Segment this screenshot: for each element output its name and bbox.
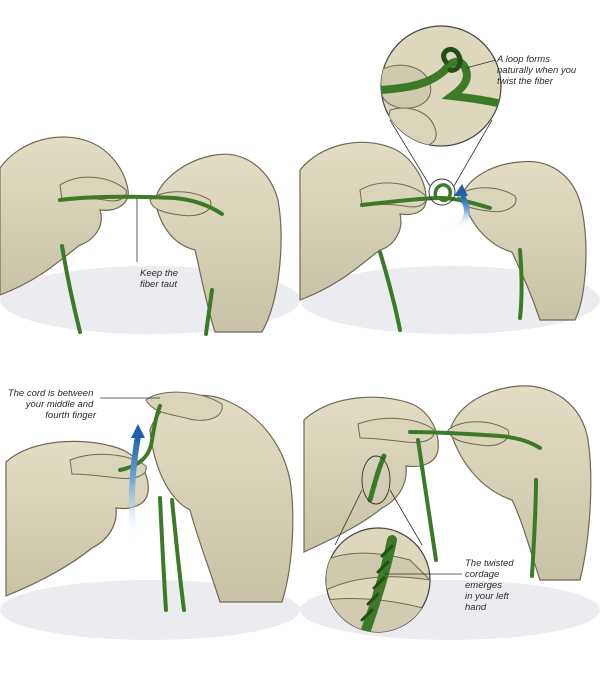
cord-hanging-right: [518, 248, 524, 320]
magnifier-target: [428, 178, 456, 206]
right-fingers: [145, 391, 223, 421]
panel-3: The cord is between your middle and four…: [0, 388, 300, 640]
right-hand: [449, 385, 592, 581]
arrow-head-icon: [454, 184, 468, 196]
cord-loop: [433, 183, 453, 203]
magnifier-connector: [334, 489, 363, 546]
cord: [408, 430, 542, 450]
callout-cord-between-fingers: The cord is between your middle and four…: [8, 388, 97, 421]
twist-arrow-icon: [128, 435, 141, 541]
cord-hanging-right: [204, 288, 214, 336]
right-hand: [149, 394, 294, 603]
magnifier-target: [361, 455, 391, 505]
magnifier-connector: [389, 489, 423, 546]
cord-hanging-left: [60, 244, 82, 334]
callout-keep-taut: Keep the fiber taut: [140, 268, 181, 290]
left-hand: [5, 440, 149, 597]
cord-hanging-right: [170, 498, 186, 612]
left-thumb: [69, 453, 147, 479]
cord-hanging-left: [416, 438, 438, 562]
panel-2: A loop forms naturally when you twist th…: [299, 25, 600, 334]
magnifier-connector: [453, 119, 493, 187]
panel-1: Keep the fiber taut: [0, 136, 300, 336]
twisted-cord: [367, 453, 387, 503]
cord-hanging-right: [530, 478, 538, 578]
magnifier-connector: [389, 119, 431, 187]
callout-line: [465, 59, 497, 69]
zoom-detail-loop: [380, 25, 502, 147]
panel-4: The twisted cordage emerges in your left…: [300, 385, 600, 640]
left-hand: [299, 141, 427, 301]
arrow-head-icon: [131, 424, 145, 438]
cord-hanging-left: [158, 496, 168, 612]
callout-twisted-cordage: The twisted cordage emerges in your left…: [465, 558, 516, 613]
ground-shadow: [300, 266, 600, 334]
twist-arrow-icon: [447, 194, 470, 231]
callout-loop-forms: A loop forms naturally when you twist th…: [496, 54, 579, 87]
cord: [58, 194, 224, 216]
cord-hanging-left: [378, 250, 402, 332]
left-thumb: [357, 417, 435, 443]
